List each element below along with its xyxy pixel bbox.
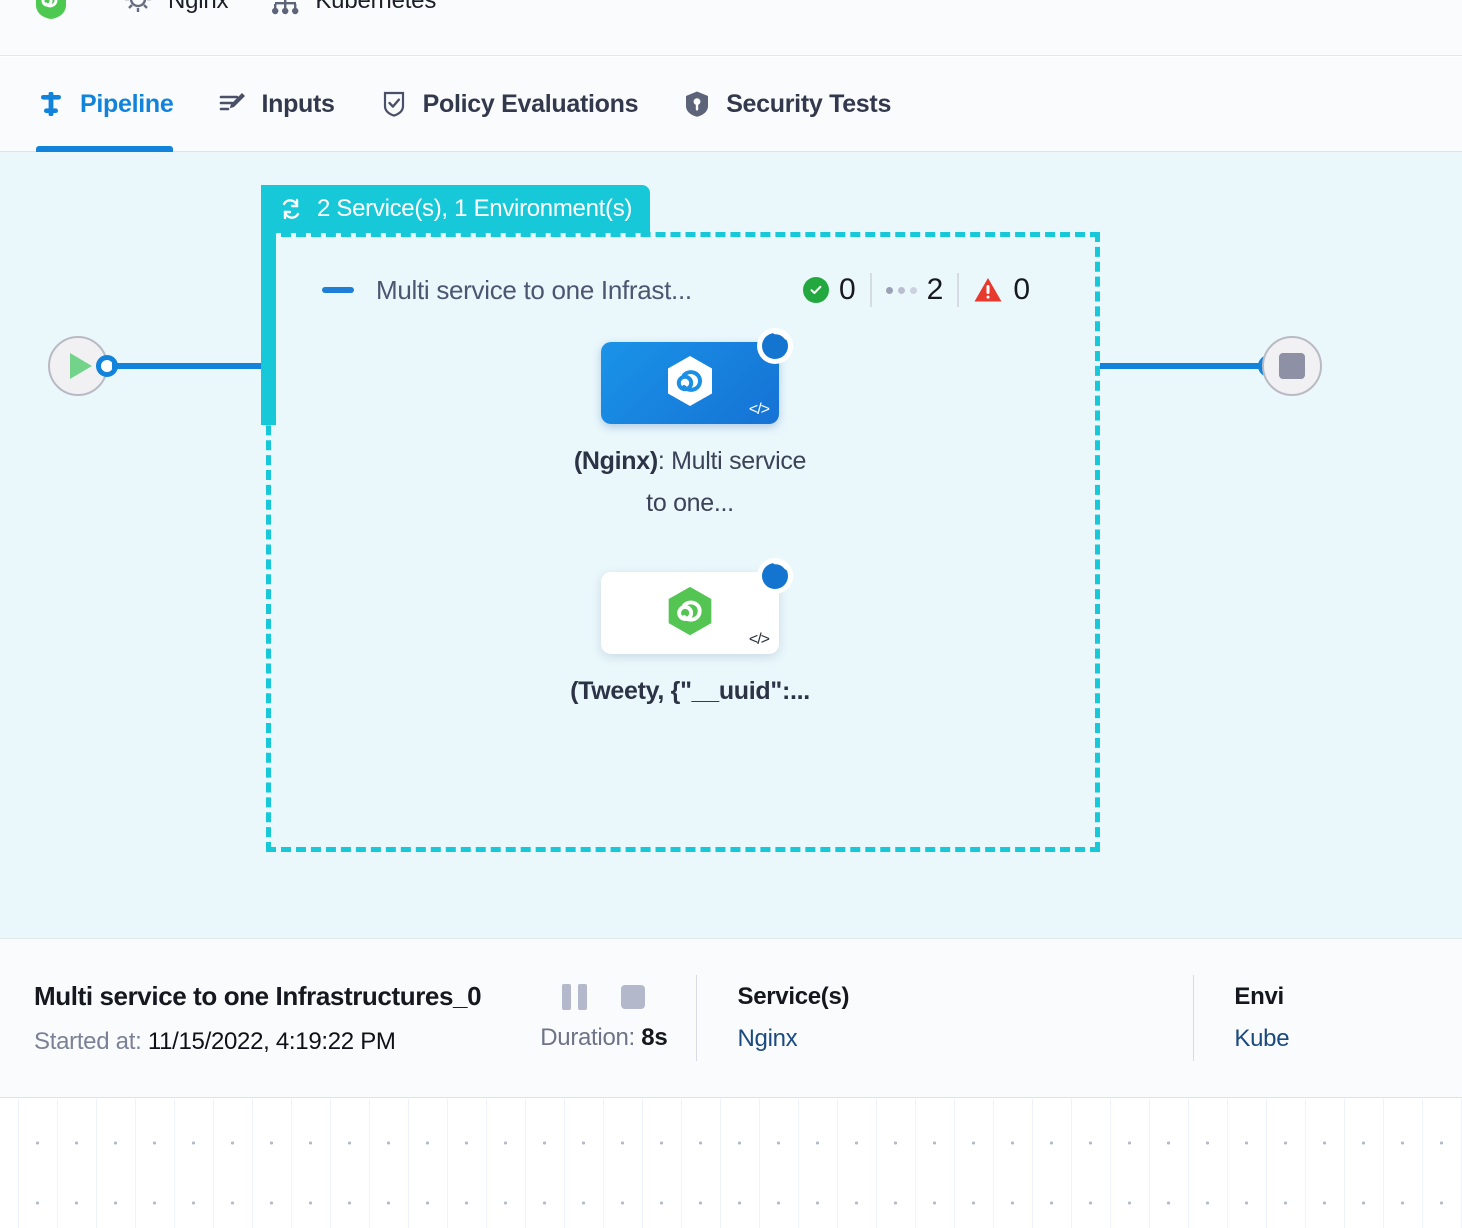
group-strategy-label: 2 Service(s), 1 Environment(s) (317, 195, 633, 222)
footer-divider-1 (695, 975, 698, 1061)
play-icon (70, 353, 92, 379)
footer-services-column: Service(s) Nginx (697, 983, 1192, 1053)
tab-pipeline[interactable]: Pipeline (36, 57, 174, 152)
harness-hexagon-icon (668, 356, 712, 406)
footer-divider-2 (1192, 975, 1195, 1061)
service-node-nginx-label-prefix: (Nginx) (573, 447, 658, 475)
service-node-nginx-label-suffix: : Multi service to one... (646, 447, 807, 517)
footer-environments-column: Envi Kube (1194, 983, 1462, 1053)
tab-label-policy-evaluations: Policy Evaluations (422, 89, 639, 118)
service-node-nginx-card[interactable]: </> (601, 328, 793, 424)
tab-policy-evaluations[interactable]: Policy Evaluations (379, 57, 639, 152)
tab-label-security-tests: Security Tests (726, 89, 892, 118)
collapse-toggle-icon[interactable] (322, 287, 354, 293)
kubernetes-node-icon (272, 0, 299, 15)
stop-icon (1279, 353, 1305, 379)
breadcrumb-label-kubernetes: Kubernetes (315, 0, 437, 14)
service-node-tweety-label: (Tweety, {"__uuid":... (570, 677, 810, 705)
gear-icon (125, 0, 151, 12)
breadcrumb-item-harness[interactable] (34, 0, 81, 20)
footer-duration-value: 8s (641, 1024, 668, 1051)
end-node[interactable] (1262, 336, 1322, 396)
pause-button[interactable] (562, 984, 588, 1010)
inputs-pencil-icon (220, 93, 246, 111)
loop-strategy-icon (282, 198, 300, 220)
footer-started-value: 11/15/2022, 4:19:22 PM (147, 1027, 396, 1055)
group-dashed-border (266, 232, 1100, 852)
counter-success-value: 0 (838, 273, 856, 306)
group-title: Multi service to one Infrast... (376, 274, 692, 305)
policy-shield-check-icon (383, 91, 404, 117)
tab-bar: Pipeline Inputs Policy Evaluations (0, 57, 1462, 152)
execution-footer: Multi service to one Infrastructures_0 S… (0, 938, 1462, 1098)
breadcrumb: Nginx Kubernetes (0, 0, 1462, 56)
footer-duration-block: Duration: 8s (512, 984, 696, 1052)
footer-duration-label: Duration: (540, 1024, 635, 1051)
footer-duration-text: Duration: 8s (512, 1024, 696, 1052)
service-node-nginx[interactable]: </> (Nginx): Multi service to one... (570, 328, 810, 524)
service-node-nginx-label: (Nginx): Multi service to one... (570, 440, 810, 524)
pipeline-canvas[interactable]: 2 Service(s), 1 Environment(s) Multi ser… (0, 152, 1462, 938)
canvas-dot-grid (0, 1099, 1462, 1228)
harness-shield-icon (36, 0, 66, 19)
status-badge-running (757, 328, 793, 364)
footer-stage-info: Multi service to one Infrastructures_0 S… (0, 981, 512, 1056)
security-shield-icon (686, 91, 709, 117)
footer-environments-heading: Envi (1234, 983, 1284, 1010)
tab-label-pipeline: Pipeline (80, 89, 174, 118)
breadcrumb-item-kubernetes[interactable]: Kubernetes (268, 0, 436, 20)
status-badge-running (757, 558, 793, 594)
breadcrumb-label-nginx: Nginx (168, 0, 229, 14)
connector-start-to-group (112, 363, 274, 369)
start-node[interactable] (48, 336, 108, 396)
pending-dots-icon (885, 286, 917, 294)
group-header: Multi service to one Infrast... 0 2 (322, 269, 1052, 311)
pipeline-icon (41, 92, 61, 116)
counter-pending-value: 2 (926, 273, 944, 306)
counter-success: 0 (789, 273, 870, 307)
tab-inputs[interactable]: Inputs (217, 57, 335, 152)
counter-error-value: 0 (1013, 273, 1030, 306)
tab-security-tests[interactable]: Security Tests (682, 57, 891, 152)
service-node-tweety[interactable]: </> (Tweety, {"__uuid":... (570, 558, 810, 712)
playback-controls (512, 984, 696, 1010)
code-brackets-icon[interactable]: </> (748, 631, 770, 648)
group-strategy-badge[interactable]: 2 Service(s), 1 Environment(s) (261, 185, 651, 233)
group-status-counters: 0 2 0 (789, 269, 1044, 311)
footer-services-heading: Service(s) (737, 983, 850, 1010)
counter-pending: 2 (869, 273, 958, 307)
counter-error: 0 (957, 273, 1044, 307)
breadcrumb-item-nginx[interactable]: Nginx (121, 0, 229, 20)
connector-group-to-end (1100, 363, 1264, 369)
footer-services-link[interactable]: Nginx (737, 1025, 798, 1052)
code-brackets-icon[interactable]: </> (748, 401, 770, 418)
success-check-icon (802, 277, 829, 303)
footer-started-label: Started at: (34, 1027, 142, 1055)
service-node-tweety-card[interactable]: </> (601, 558, 793, 654)
footer-stage-title: Multi service to one Infrastructures_0 (34, 980, 482, 1011)
harness-hexagon-green-icon (668, 586, 712, 636)
footer-environments-link[interactable]: Kube (1234, 1025, 1290, 1052)
footer-started-at: Started at: 11/15/2022, 4:19:22 PM (34, 1028, 512, 1056)
error-warning-icon (974, 278, 1002, 302)
stop-button[interactable] (621, 985, 646, 1009)
tab-label-inputs: Inputs (261, 89, 335, 118)
